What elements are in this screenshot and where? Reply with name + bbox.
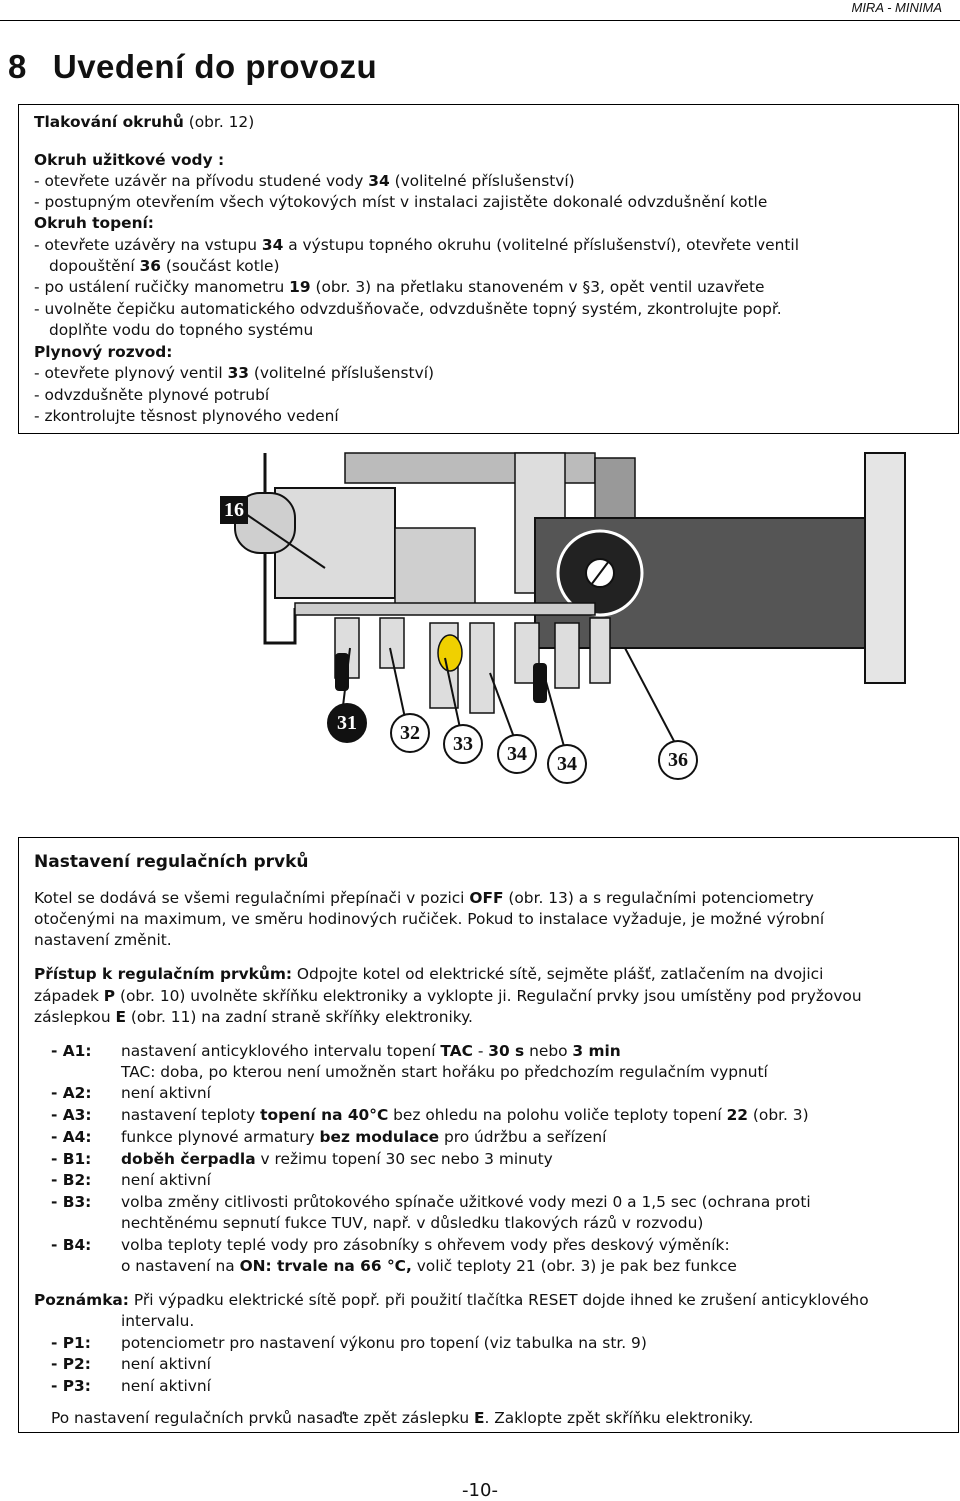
access-line-2: západek P (obr. 10) uvolněte skříňku ele… bbox=[34, 987, 862, 1005]
gas-title: Plynový rozvod: bbox=[34, 343, 173, 361]
controls-settings-box: Nastavení regulačních prvků Kotel se dod… bbox=[18, 837, 959, 1433]
section-number: 8 bbox=[8, 48, 27, 85]
callout-31: 31 bbox=[327, 703, 367, 743]
intro-line-2: otočenými na maximum, ve směru hodinovýc… bbox=[34, 910, 825, 928]
figure-number-label: 16 bbox=[220, 496, 248, 524]
gas-step-1: - otevřete plynový ventil 33 (volitelné … bbox=[34, 364, 434, 382]
callout-34b: 34 bbox=[547, 744, 587, 784]
heating-step-1b: dopouštění 36 (součást kotle) bbox=[49, 257, 280, 275]
pressurization-box: Tlakování okruhů (obr. 12) Okruh užitkov… bbox=[18, 104, 959, 434]
pressurization-title: Tlakování okruhů (obr. 12) bbox=[34, 113, 255, 131]
callout-34a: 34 bbox=[497, 734, 537, 774]
gas-step-3: - zkontrolujte těsnost plynového vedení bbox=[34, 407, 339, 425]
callout-36: 36 bbox=[658, 740, 698, 780]
page-number: -10- bbox=[462, 1480, 498, 1501]
access-line-3: záslepkou E (obr. 11) na zadní straně sk… bbox=[34, 1008, 473, 1026]
setting-b3-detail: nechtěnému sepnutí fukce TUV, např. v dů… bbox=[121, 1214, 704, 1232]
note-line-1: Poznámka: Při výpadku elektrické sítě po… bbox=[34, 1291, 869, 1309]
water-step-2: - postupným otevřením všech výtokových m… bbox=[34, 193, 768, 211]
heating-circuit-title: Okruh topení: bbox=[34, 214, 154, 232]
header-rule bbox=[0, 20, 960, 21]
callout-32: 32 bbox=[390, 713, 430, 753]
intro-line-3: nastavení změnit. bbox=[34, 931, 172, 949]
heating-step-3: - uvolněte čepičku automatického odvzduš… bbox=[34, 300, 782, 318]
access-line-1: Přístup k regulačním prvkům: Odpojte kot… bbox=[34, 965, 824, 983]
setting-b4-detail: o nastavení na ON: trvale na 66 °C, voli… bbox=[121, 1257, 737, 1275]
header-brand: MIRA - MINIMA bbox=[851, 0, 942, 15]
boiler-connections-figure: 16 31 32 33 34 34 36 bbox=[215, 448, 915, 818]
gas-step-2: - odvzdušněte plynové potrubí bbox=[34, 386, 270, 404]
heating-step-3b: doplňte vodu do topného systému bbox=[49, 321, 314, 339]
note-line-2: intervalu. bbox=[121, 1312, 195, 1330]
boiler-illustration bbox=[215, 448, 915, 818]
controls-title: Nastavení regulačních prvků bbox=[34, 852, 309, 872]
section-heading: 8 Uvedení do provozu bbox=[8, 48, 377, 86]
callout-33: 33 bbox=[443, 724, 483, 764]
water-step-1: - otevřete uzávěr na přívodu studené vod… bbox=[34, 172, 575, 190]
intro-line-1: Kotel se dodává se všemi regulačními pře… bbox=[34, 889, 814, 907]
heating-step-2: - po ustálení ručičky manometru 19 (obr.… bbox=[34, 278, 765, 296]
final-instruction: Po nastavení regulačních prvků nasaďte z… bbox=[51, 1409, 754, 1427]
section-title: Uvedení do provozu bbox=[52, 48, 378, 85]
water-circuit-title: Okruh užitkové vody : bbox=[34, 151, 225, 169]
heating-step-1: - otevřete uzávěry na vstupu 34 a výstup… bbox=[34, 236, 799, 254]
setting-a1-detail: TAC: doba, po kterou není umožněn start … bbox=[121, 1063, 768, 1081]
